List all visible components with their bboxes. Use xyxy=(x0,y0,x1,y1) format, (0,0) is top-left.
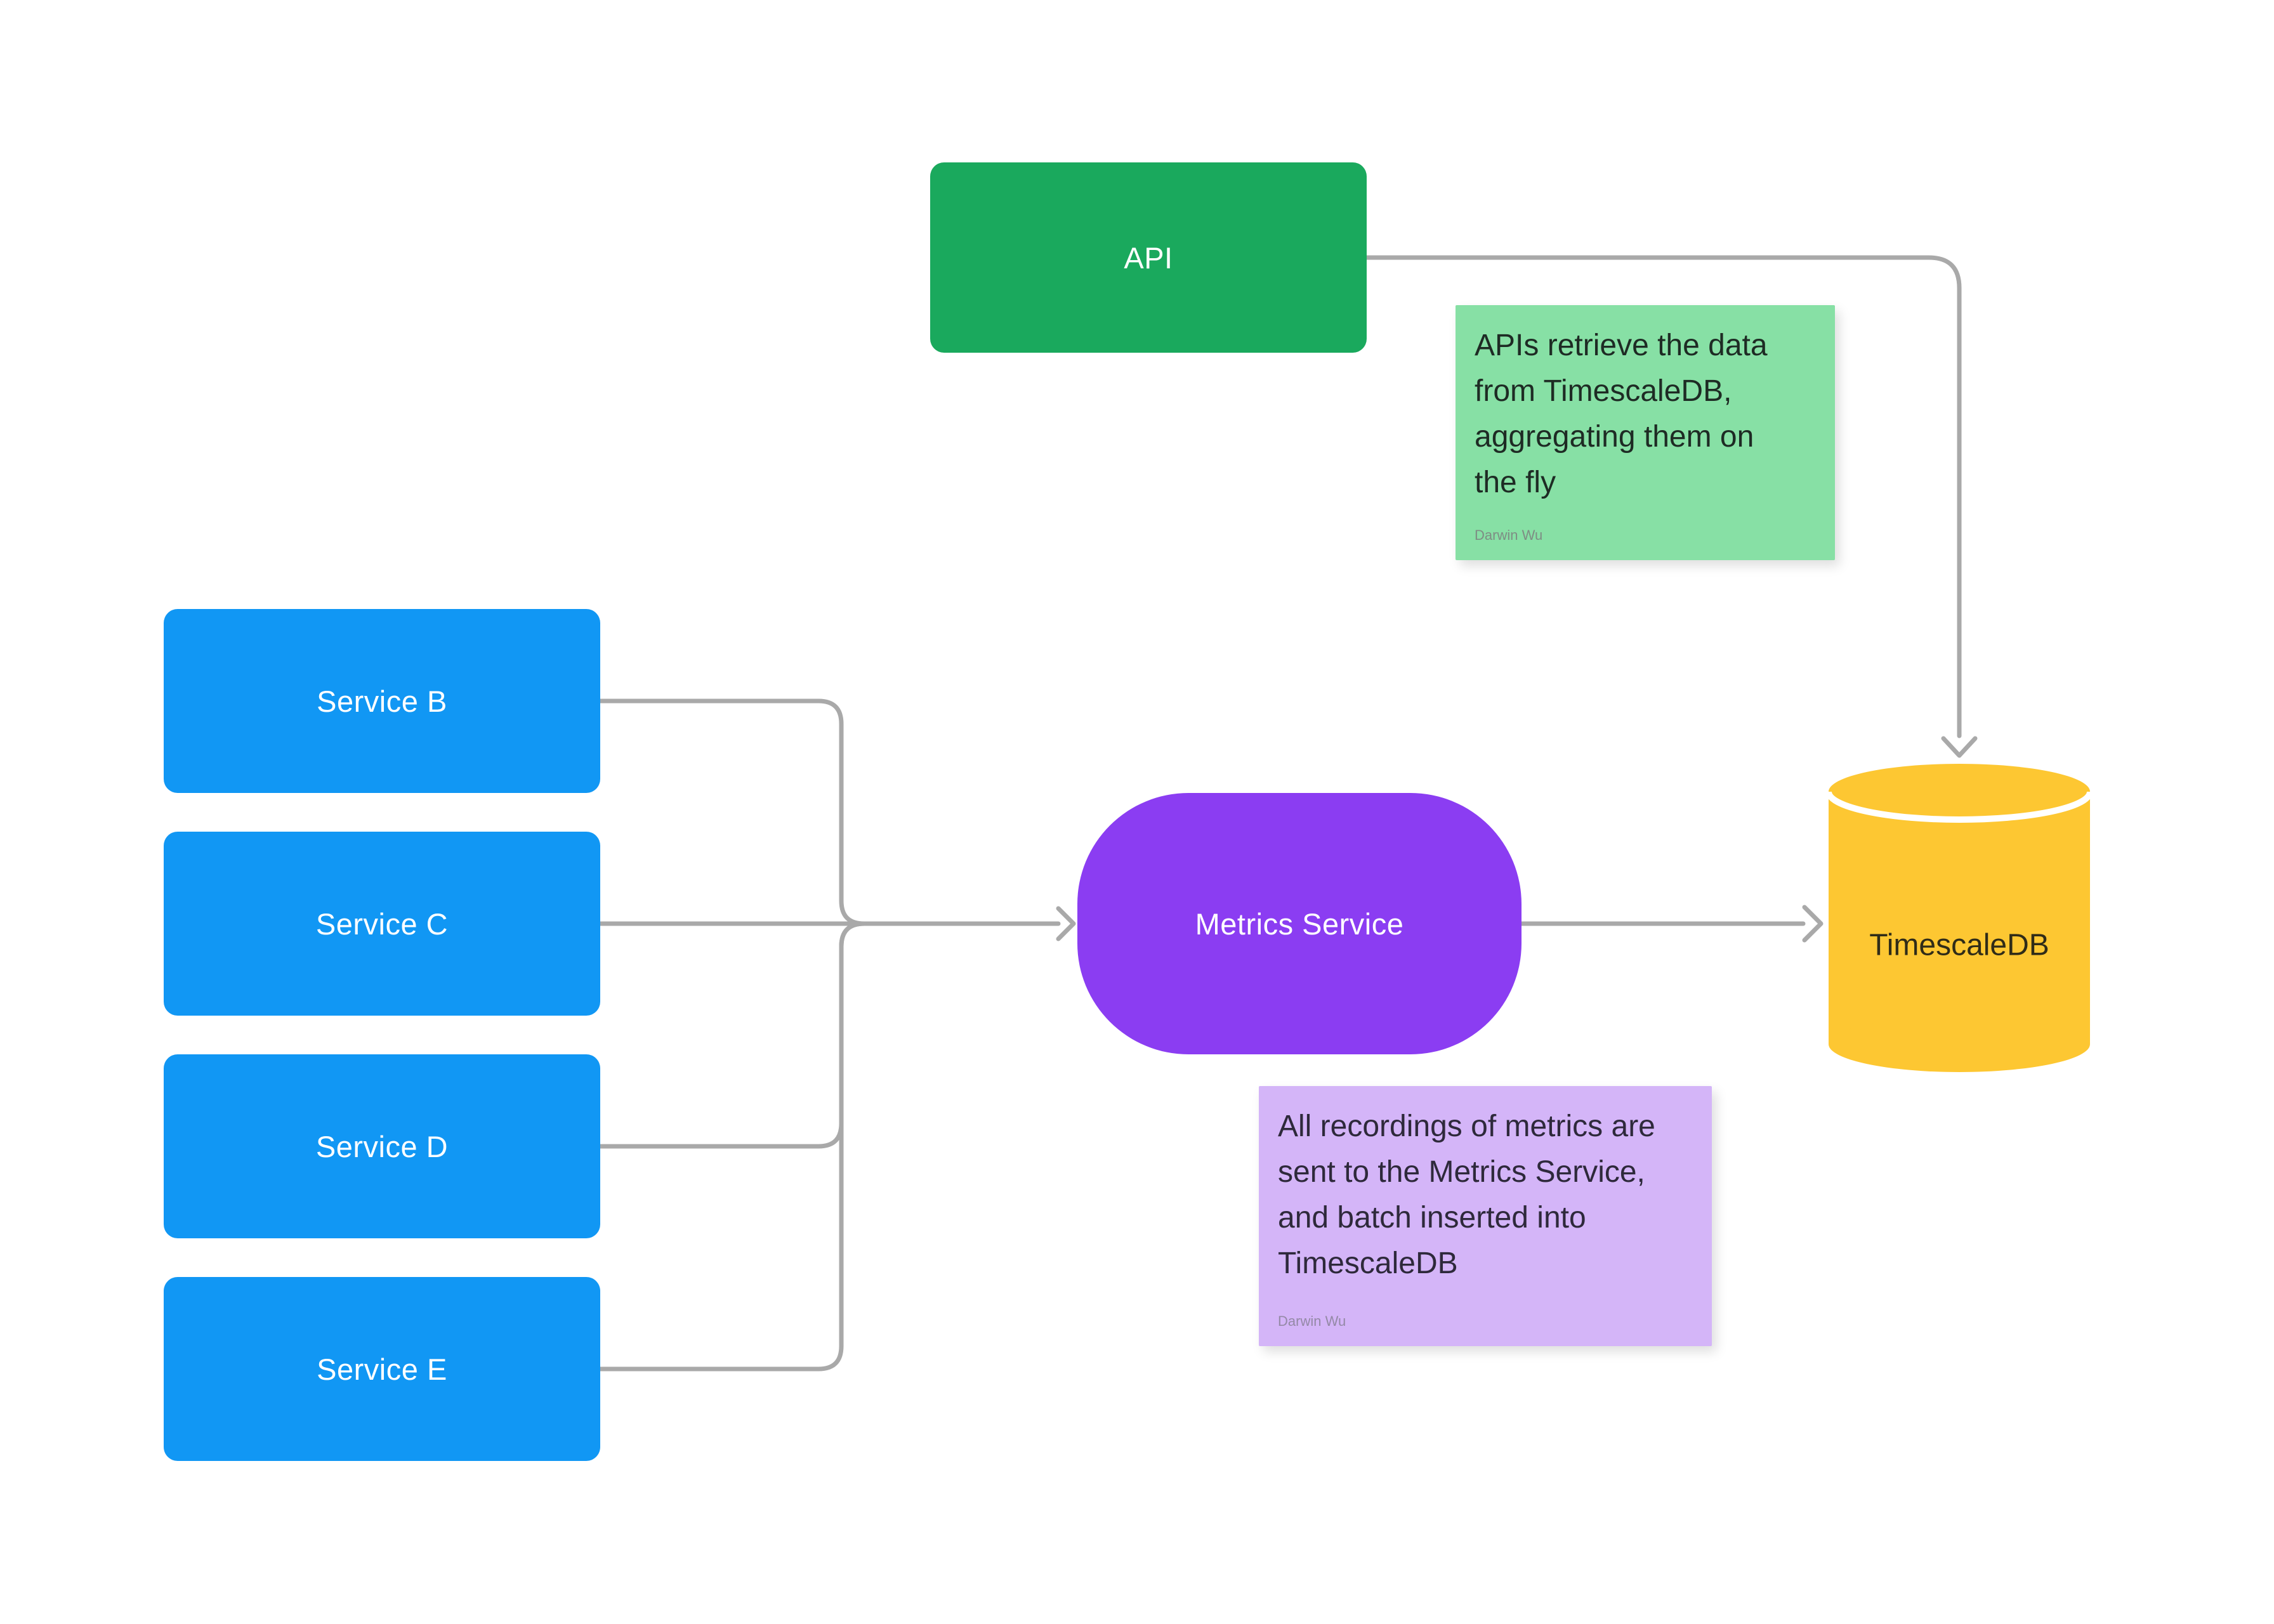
connector-service-d-to-merge[interactable] xyxy=(598,921,867,1149)
connector-service-b-to-merge[interactable] xyxy=(598,698,867,926)
cylinder-lid xyxy=(1829,764,2090,820)
cylinder-bottom xyxy=(1829,1016,2090,1072)
cylinder-body xyxy=(1829,792,2090,1044)
service-c-label: Service C xyxy=(315,907,449,941)
arrowhead-right-icon xyxy=(1056,906,1076,941)
sticky-note-metrics-text: All recordings of metrics are sent to th… xyxy=(1278,1110,1655,1280)
arrowhead-right-icon xyxy=(1802,905,1824,943)
cylinder-lid-separator xyxy=(1825,791,2093,823)
service-b-label: Service B xyxy=(317,684,447,718)
arrowhead-down-icon xyxy=(1941,736,1978,758)
metrics-service-label: Metrics Service xyxy=(1195,907,1404,941)
node-service-d[interactable]: Service D xyxy=(164,1054,600,1238)
sticky-note-api-author: Darwin Wu xyxy=(1475,527,1543,543)
connector-service-c-to-metrics[interactable] xyxy=(598,906,1076,941)
connector-service-e-to-merge[interactable] xyxy=(598,921,867,1372)
sticky-note-api[interactable]: APIs retrieve the data from TimescaleDB,… xyxy=(1456,305,1835,560)
sticky-note-api-text: APIs retrieve the data from TimescaleDB,… xyxy=(1475,329,1768,499)
node-metrics-service[interactable]: Metrics Service xyxy=(1077,793,1521,1054)
service-e-label: Service E xyxy=(317,1352,447,1386)
service-d-label: Service D xyxy=(315,1129,449,1163)
connector-metrics-to-timescaledb[interactable] xyxy=(1519,905,1824,943)
node-service-b[interactable]: Service B xyxy=(164,609,600,793)
api-label: API xyxy=(1124,240,1173,275)
node-timescaledb[interactable]: TimescaleDB xyxy=(1825,764,2093,1072)
sticky-note-metrics-author: Darwin Wu xyxy=(1278,1313,1346,1329)
sticky-note-metrics[interactable]: All recordings of metrics are sent to th… xyxy=(1259,1086,1712,1346)
node-service-c[interactable]: Service C xyxy=(164,832,600,1016)
node-api[interactable]: API xyxy=(930,162,1367,353)
connector-api-to-timescaledb[interactable] xyxy=(1364,255,1978,758)
node-service-e[interactable]: Service E xyxy=(164,1277,600,1461)
timescaledb-label: TimescaleDB xyxy=(1869,929,2049,962)
